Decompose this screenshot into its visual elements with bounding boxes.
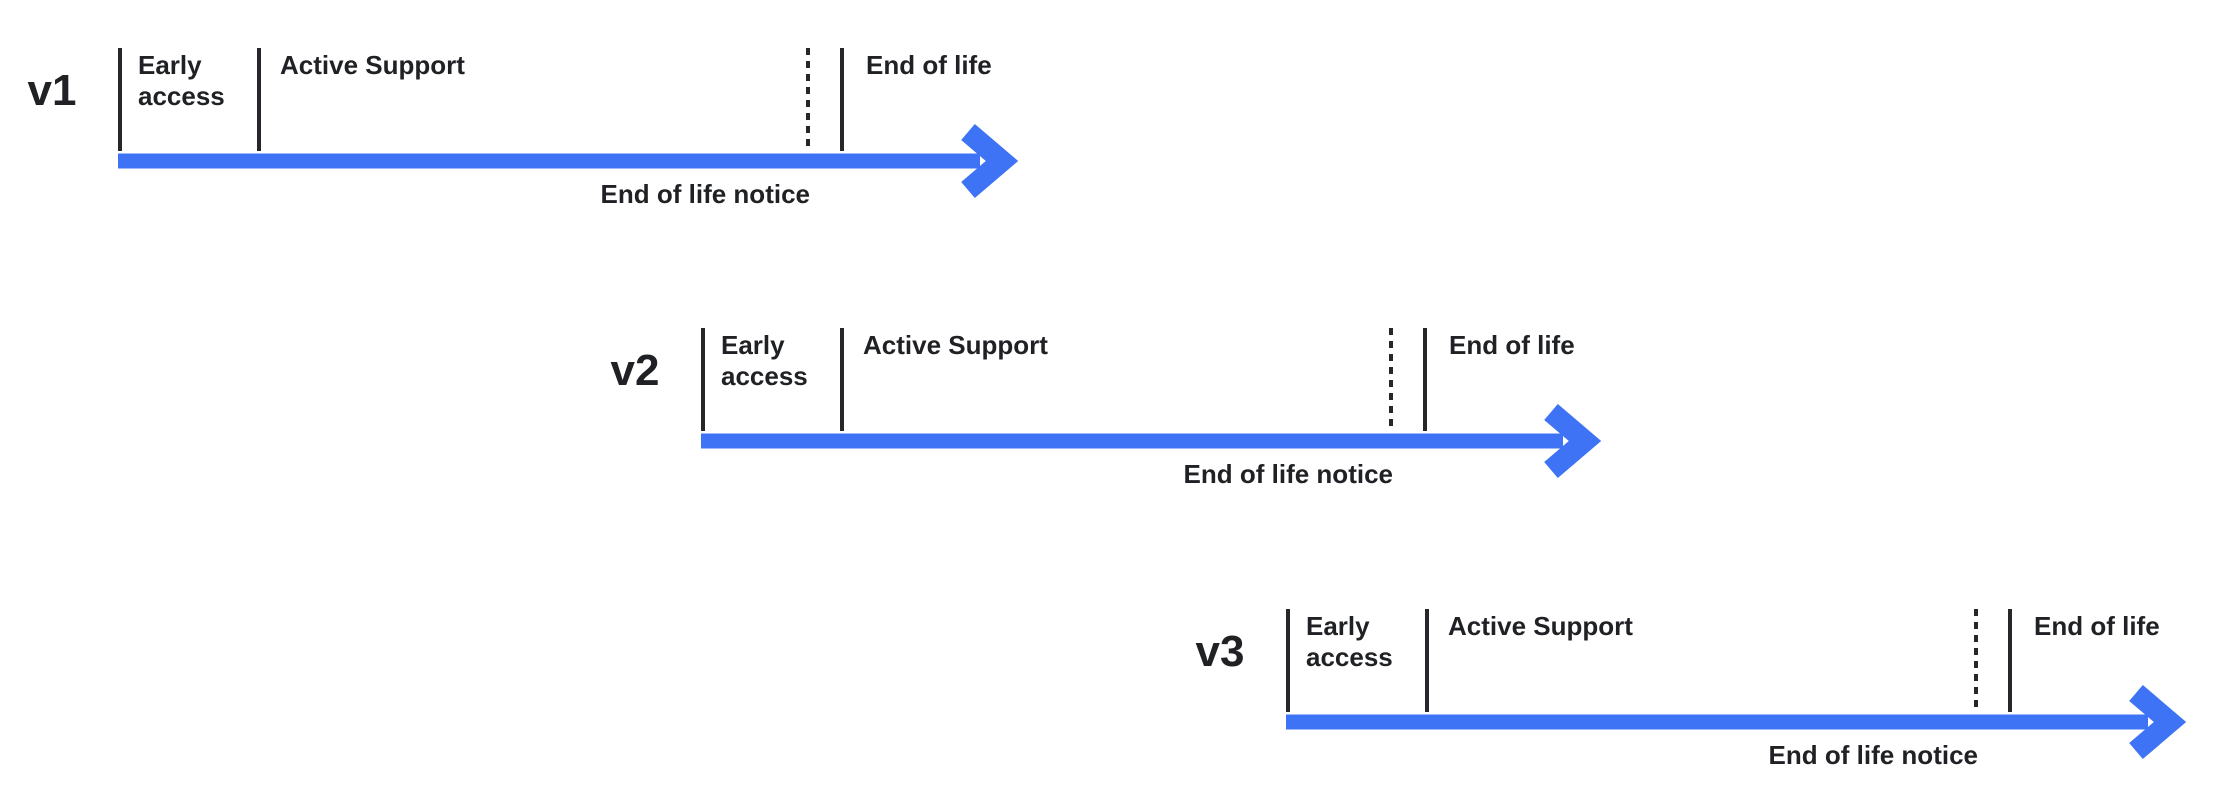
- early-access-label: Early access: [138, 50, 225, 111]
- early-access-label: Early access: [1306, 611, 1393, 672]
- end-of-life-label: End of life: [1449, 330, 1575, 360]
- end-of-life-label: End of life: [866, 50, 992, 80]
- arrow-right-icon: [961, 124, 1019, 198]
- active-support-label: Active Support: [863, 330, 1048, 360]
- end-of-life-notice-label: End of life notice: [1183, 459, 1393, 489]
- timeline-graphic-v2: [701, 328, 1602, 478]
- timeline-graphic-v3: [1286, 609, 2187, 759]
- arrow-right-icon: [1544, 404, 1602, 478]
- end-of-life-notice-label: End of life notice: [600, 179, 810, 209]
- end-of-life-notice-label: End of life notice: [1768, 740, 1978, 770]
- active-support-label: Active Support: [1448, 611, 1633, 641]
- early-access-label: Early access: [721, 330, 808, 391]
- timeline-graphic-v1: [118, 48, 1019, 198]
- timeline-row-v3: v3 Early access Active Support End of li…: [1196, 609, 2228, 812]
- timeline-row-v2: v2 Early access Active Support End of li…: [611, 328, 1661, 548]
- end-of-life-label: End of life: [2034, 611, 2160, 641]
- version-label-v3: v3: [1195, 627, 1245, 676]
- version-label-v2: v2: [610, 346, 660, 395]
- timeline-row-v1: v1 Early access Active Support End of li…: [28, 48, 1078, 268]
- version-label-v1: v1: [27, 66, 77, 115]
- active-support-label: Active Support: [280, 50, 465, 80]
- arrow-right-icon: [2129, 685, 2187, 759]
